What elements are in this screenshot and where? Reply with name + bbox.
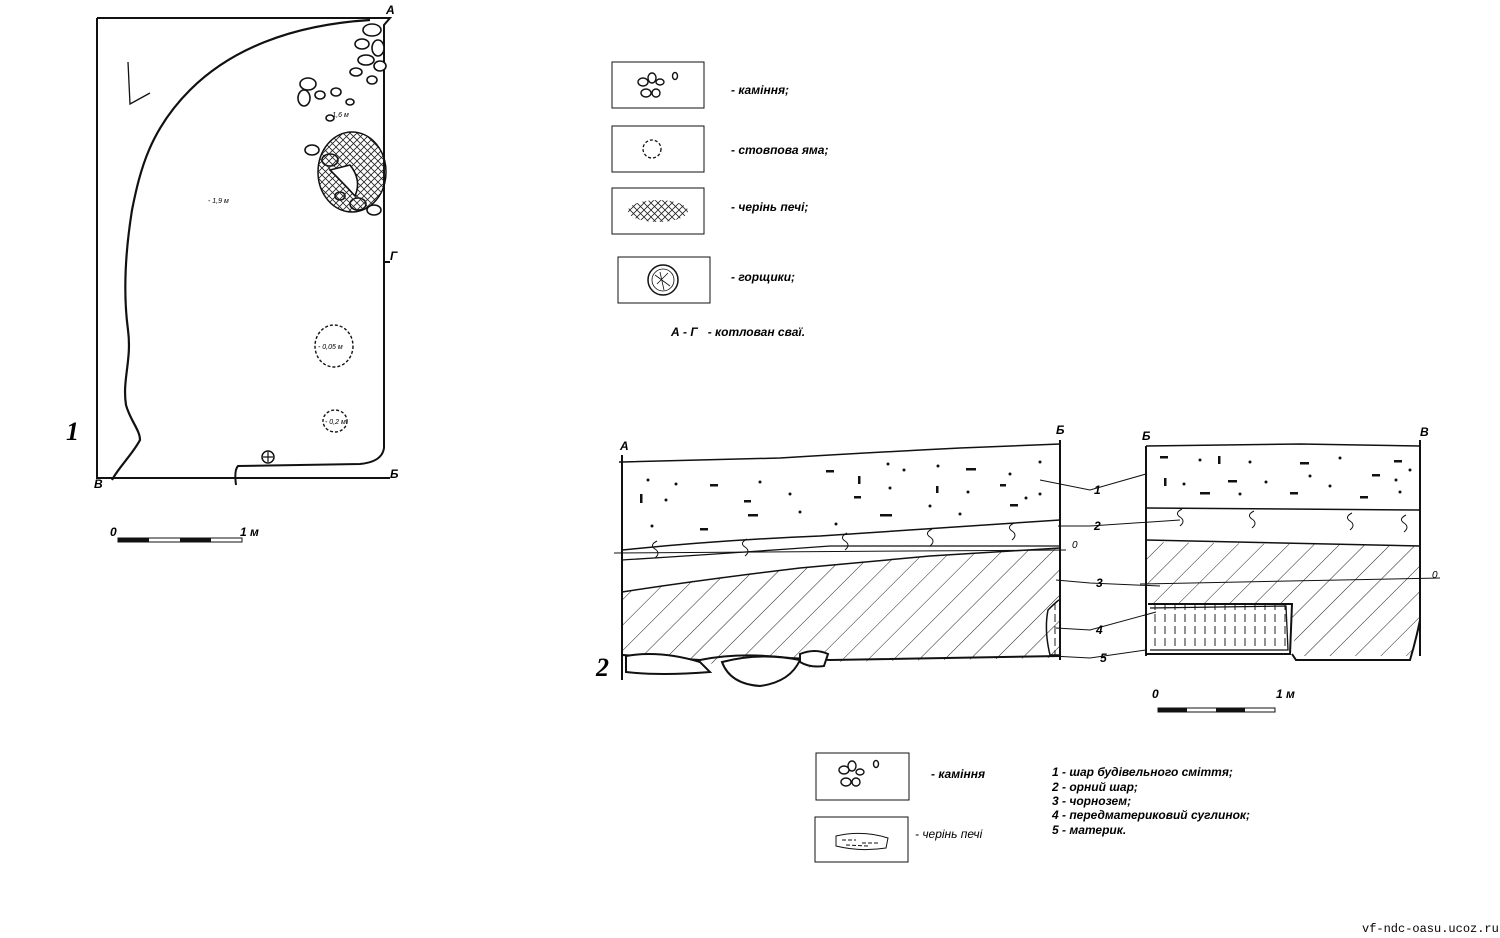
depth-stones: - 1,6 м (328, 112, 349, 119)
layer-label-4: 4 (1095, 623, 1103, 637)
posthole-2-depth: - 0,2 м (325, 419, 346, 426)
watermark: vf-ndc-oasu.ucoz.ru (1362, 922, 1499, 936)
legend-posthole-label: - стовпова яма; (731, 143, 828, 157)
pot-legend-icon (647, 264, 679, 296)
plan-figure (96, 17, 393, 486)
section-left (613, 440, 1067, 688)
legend-layer-4: 4 - передматериковий суглинок; (1051, 808, 1250, 822)
plan-scale-zero: 0 (110, 525, 117, 539)
plan-corner-b: Б (390, 467, 399, 481)
section-left-b: Б (1056, 423, 1065, 437)
section-left-a: А (619, 439, 629, 453)
section-right (1139, 440, 1441, 661)
stones-icon (637, 71, 679, 98)
depth-main: - 1,9 м (208, 198, 229, 205)
layer-leaders (1039, 473, 1181, 659)
legend-hearth-label: - черінь печі; (731, 200, 808, 214)
figure-number-2: 2 (595, 653, 609, 682)
legend-layer-2: 2 - орний шар; (1051, 780, 1138, 794)
plan-corner-v: В (94, 477, 103, 491)
section-right-v: В (1420, 425, 1429, 439)
plan-corner-a: А (385, 3, 395, 17)
legend-layer-1: 1 - шар будівельного сміття; (1052, 765, 1233, 779)
layer-label-5: 5 (1100, 651, 1107, 665)
pit-boundary (111, 18, 371, 481)
section-scale-bar (1157, 707, 1276, 713)
hearth-bottom-icon (835, 832, 889, 851)
stones-bottom-icon (838, 759, 880, 787)
north-arrow-icon (127, 61, 151, 106)
section-scale-one: 1 м (1276, 687, 1295, 701)
section-right-b: Б (1142, 429, 1151, 443)
layer-label-3: 3 (1096, 576, 1103, 590)
posthole-1 (314, 324, 354, 368)
excavation-outline (96, 17, 393, 486)
legend-layer-3: 3 - чорнозем; (1052, 794, 1131, 808)
posthole-1-depth: - 0,05 м (318, 344, 343, 351)
layer-label-1: 1 (1094, 483, 1101, 497)
legend-bottom-hearth-label: - черінь печі (915, 827, 983, 841)
legend-bottom-stones-label: - каміння (931, 767, 985, 781)
posthole-2 (322, 409, 348, 433)
layer-label-2: 2 (1093, 519, 1101, 533)
section-right-zero: 0 (1432, 570, 1438, 581)
legend-pot-label: - горщики; (731, 270, 795, 284)
plan-corner-g: Г (390, 249, 398, 263)
legend-stones-label: - каміння; (731, 83, 789, 97)
legend-note: А - Г - котлован сваї. (670, 325, 805, 339)
figure-number-1: 1 (66, 417, 79, 446)
legend-bottom-stones-box (815, 752, 910, 801)
posthole-icon (642, 139, 662, 159)
plan-scale-one: 1 м (240, 525, 259, 539)
section-scale-zero: 0 (1152, 687, 1159, 701)
section-left-zero: 0 (1072, 540, 1078, 551)
legend-layer-5: 5 - материк. (1052, 823, 1126, 837)
legend-top-boxes (611, 61, 711, 304)
plan-scale-bar (117, 537, 243, 543)
hearth-icon (628, 200, 688, 222)
